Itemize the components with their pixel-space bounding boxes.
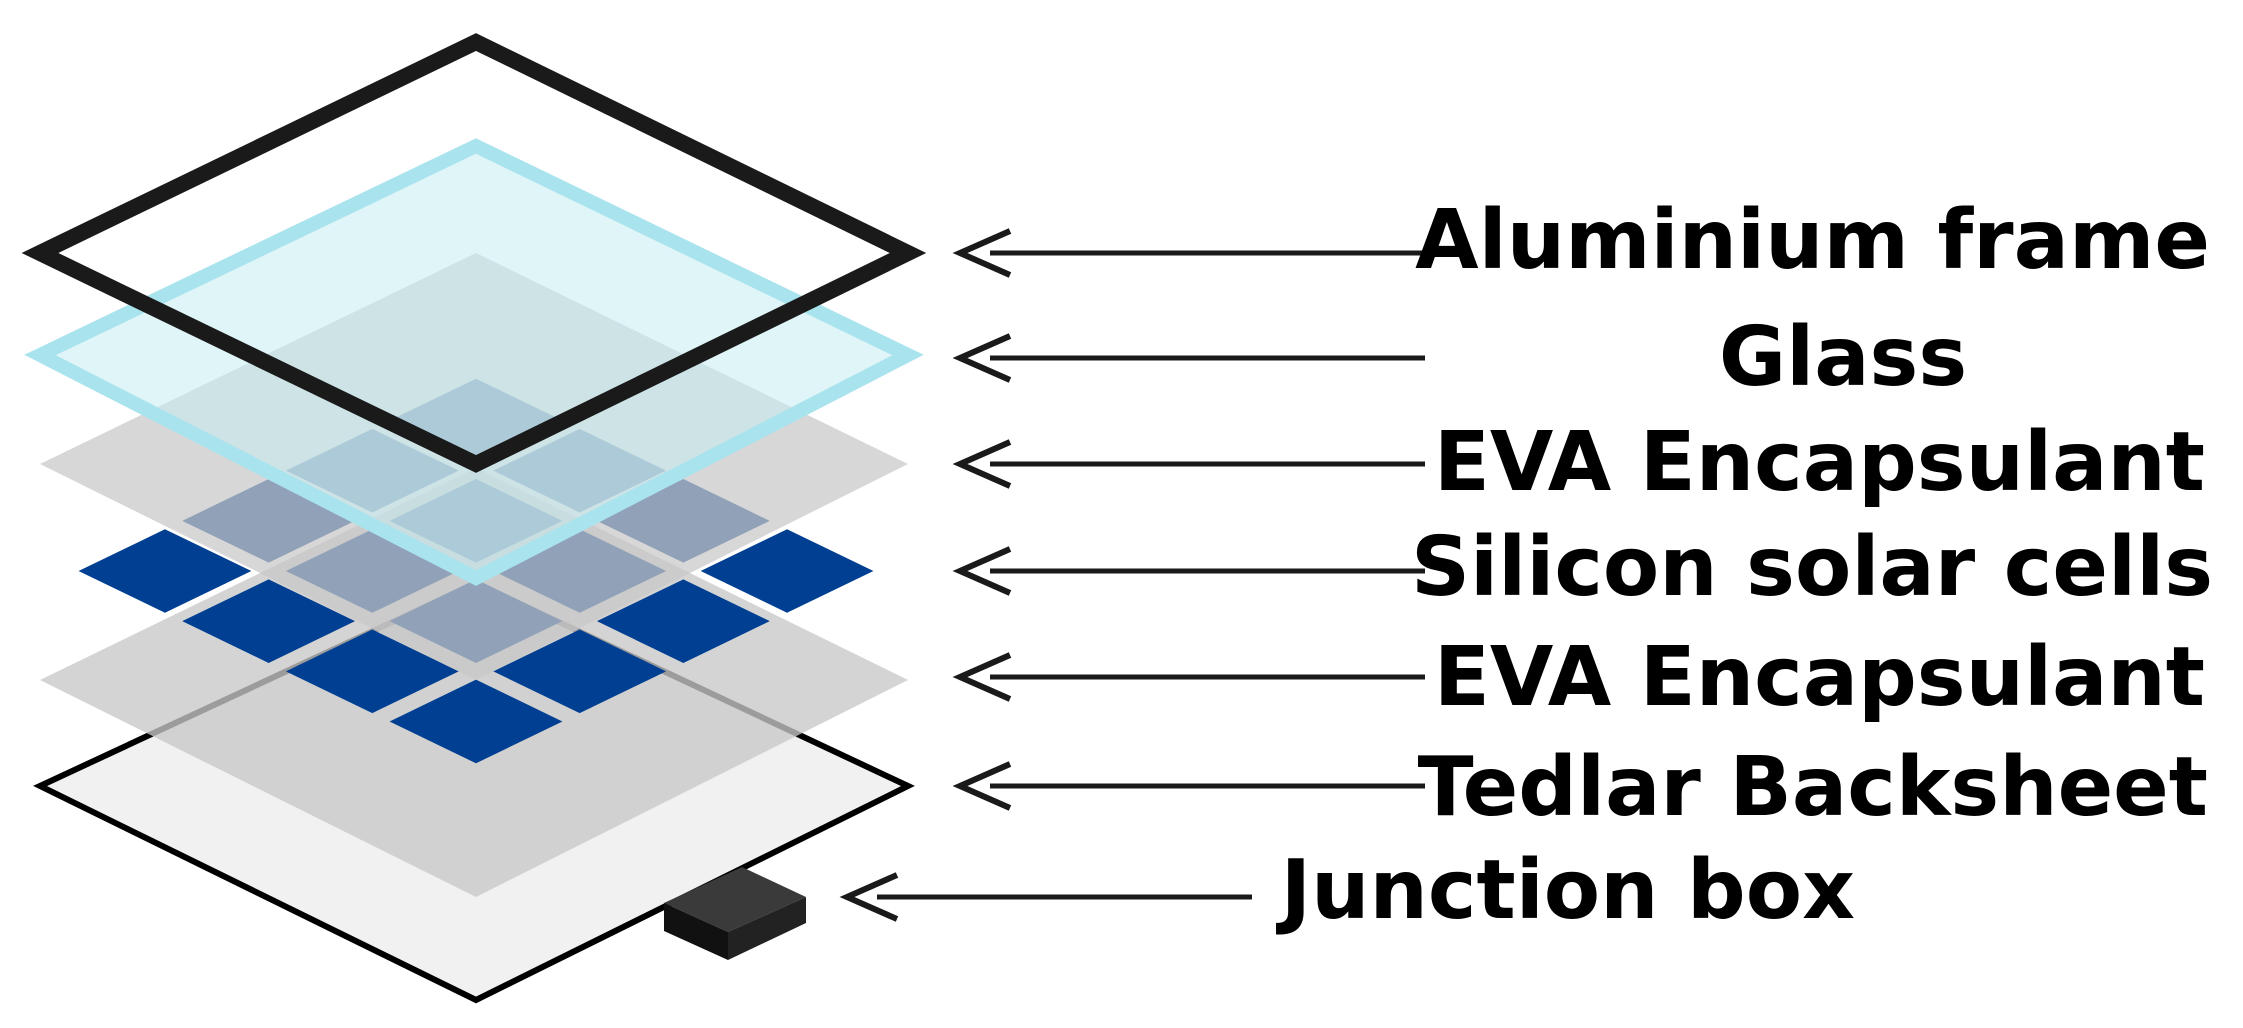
solar-cell	[700, 529, 874, 613]
arrow-head-icon	[952, 439, 1012, 489]
solar-cell	[596, 579, 770, 663]
arrow-head-icon	[952, 761, 1012, 811]
glass-layer	[24, 138, 924, 586]
label-aluminium-frame: Aluminium frame	[1415, 193, 2210, 288]
label-eva-encapsulant-bottom: EVA Encapsulant	[1434, 630, 2205, 725]
junction-box	[664, 867, 806, 960]
solar-cell	[285, 629, 459, 714]
aluminium-frame-layer	[21, 33, 927, 473]
label-tedlar-backsheet: Tedlar Backsheet	[1418, 740, 2208, 835]
solar-cell	[78, 529, 252, 613]
label-glass: Glass	[1719, 310, 1967, 405]
arrow-head-icon	[952, 546, 1012, 596]
label-junction-box: Junction box	[1276, 843, 1855, 938]
label-eva-encapsulant-top: EVA Encapsulant	[1434, 415, 2205, 510]
solar-cell	[182, 579, 356, 663]
arrow-head-icon	[952, 333, 1012, 383]
pointer-arrows	[839, 228, 1425, 922]
arrow-head-icon	[952, 228, 1012, 278]
arrow-head-icon	[839, 872, 899, 922]
arrow-head-icon	[952, 652, 1012, 702]
solar-cell	[493, 629, 667, 714]
label-silicon-solar-cells: Silicon solar cells	[1411, 520, 2213, 615]
solar-cell	[389, 679, 563, 764]
